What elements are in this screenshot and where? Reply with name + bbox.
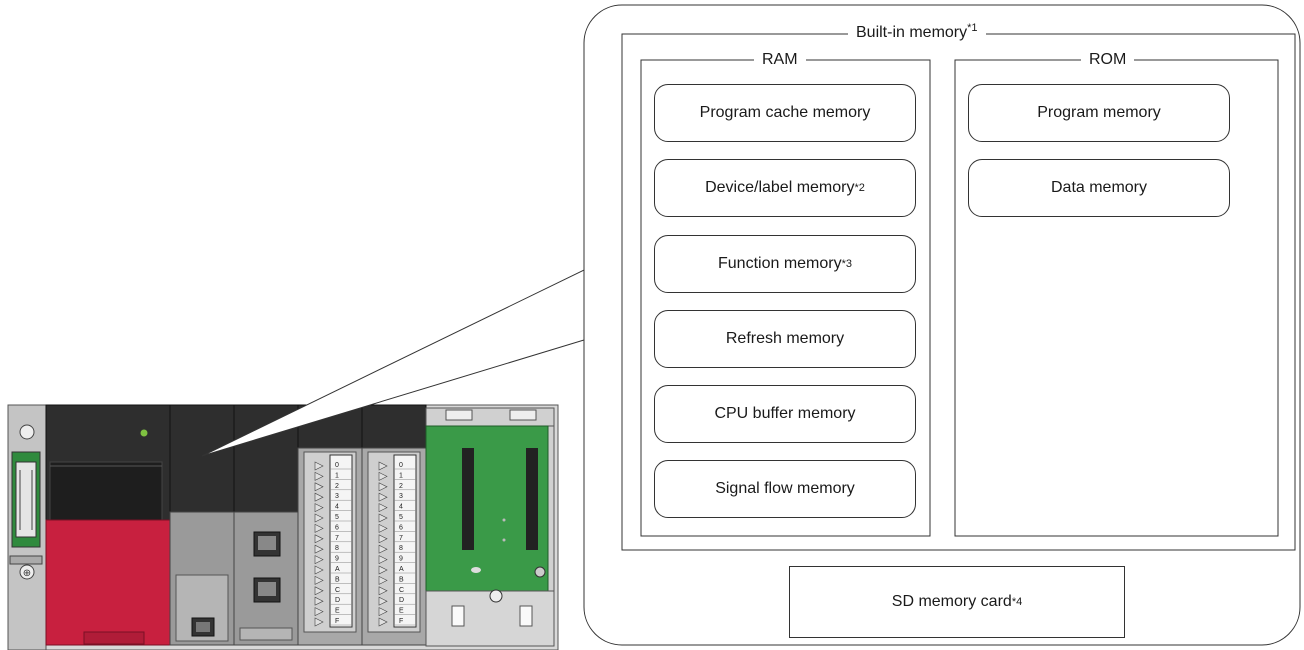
network-module (233, 404, 299, 646)
built-in-memory-label: Built-in memory*1 (848, 22, 986, 42)
terminal-label: 0 (399, 462, 403, 469)
sd-memory-card-box: SD memory card*4 (789, 566, 1125, 638)
cpu-module (169, 404, 235, 646)
terminal-label: 6 (399, 524, 403, 531)
ram-item-text: CPU buffer memory (714, 405, 856, 422)
terminal-screw (314, 565, 324, 575)
terminal-label: 2 (399, 483, 403, 490)
terminal-label: B (399, 576, 404, 583)
terminal-label: D (399, 597, 404, 604)
terminal-screw (378, 503, 388, 513)
terminal-label: 4 (335, 504, 339, 511)
terminal-label: A (399, 566, 404, 573)
terminal-screw (314, 461, 324, 471)
terminal-label: 4 (399, 504, 403, 511)
built-in-memory-note: *1 (967, 22, 978, 34)
terminal-label: 0 (335, 462, 339, 469)
rom-label: ROM (1081, 51, 1135, 69)
power-supply-module (45, 404, 171, 646)
terminal-label: A (335, 566, 340, 573)
terminal-label: B (335, 576, 340, 583)
terminal-screw (314, 617, 324, 627)
terminal-screw (378, 461, 388, 471)
terminal-screw (378, 555, 388, 565)
terminal-screw (314, 607, 324, 617)
svg-text:⊕: ⊕ (23, 568, 31, 579)
terminal-label: 9 (399, 556, 403, 563)
terminal-label: 7 (335, 535, 339, 542)
terminal-label: 9 (335, 556, 339, 563)
terminal-screw (314, 586, 324, 596)
io-module-1 (297, 404, 363, 646)
terminal-screw (378, 565, 388, 575)
terminal-screw (378, 513, 388, 523)
ram-item-text: Signal flow memory (715, 480, 855, 497)
terminal-screw (314, 596, 324, 606)
empty-slot-backplane (425, 407, 555, 647)
io-module-2 (361, 404, 427, 646)
terminal-screw (314, 503, 324, 513)
program-memory-box: Program memory (968, 84, 1230, 142)
terminal-screw (378, 492, 388, 502)
terminal-screw (314, 555, 324, 565)
terminal-label: 5 (399, 514, 403, 521)
terminal-label: C (399, 587, 404, 594)
terminal-label: 6 (335, 524, 339, 531)
terminal-label: 8 (399, 545, 403, 552)
ram-label-text: RAM (762, 51, 798, 68)
terminal-screw (314, 471, 324, 481)
terminal-screw (314, 482, 324, 492)
terminal-label: F (399, 618, 403, 625)
ram-item-text: Refresh memory (725, 330, 845, 347)
cpu-buffer-memory-box: CPU buffer memory (654, 385, 916, 443)
terminal-screw (378, 471, 388, 481)
terminal-label: 1 (335, 472, 339, 479)
terminal-screw (378, 482, 388, 492)
ram-label: RAM (754, 51, 806, 69)
terminal-screw (378, 523, 388, 533)
program-cache-memory-box: Program cache memory (654, 84, 916, 142)
terminal-label: E (335, 608, 340, 615)
rom-item-text: Data memory (1050, 179, 1148, 196)
device-label-memory-box: Device/label memory*2 (654, 159, 916, 217)
terminal-label: 3 (335, 493, 339, 500)
terminal-label: 2 (335, 483, 339, 490)
terminal-label: 1 (399, 472, 403, 479)
terminal-screw (378, 544, 388, 554)
terminal-screw (314, 492, 324, 502)
terminal-label: D (335, 597, 340, 604)
terminal-screw (314, 523, 324, 533)
sd-card-text: SD memory card (891, 593, 1012, 610)
terminal-label: 3 (399, 493, 403, 500)
terminal-screw (378, 596, 388, 606)
data-memory-box: Data memory (968, 159, 1230, 217)
terminal-screw (314, 544, 324, 554)
function-memory-box: Function memory*3 (654, 235, 916, 293)
terminal-screw (378, 575, 388, 585)
ram-item-text: Program cache memory (699, 104, 871, 121)
terminal-label: E (399, 608, 404, 615)
rom-item-text: Program memory (1037, 104, 1161, 121)
terminal-screw (378, 586, 388, 596)
terminal-label: 7 (399, 535, 403, 542)
ram-item-text: Device/label memory (705, 179, 855, 196)
terminal-screw (314, 575, 324, 585)
terminal-screw (314, 513, 324, 523)
terminal-screw (314, 534, 324, 544)
terminal-label: F (335, 618, 339, 625)
terminal-screw (378, 617, 388, 627)
terminal-screw (378, 607, 388, 617)
built-in-memory-text: Built-in memory (856, 24, 968, 41)
terminal-label: C (335, 587, 340, 594)
signal-flow-memory-box: Signal flow memory (654, 460, 916, 518)
terminal-label: 5 (335, 514, 339, 521)
refresh-memory-box: Refresh memory (654, 310, 916, 368)
ram-item-text: Function memory (718, 255, 842, 272)
terminal-screw (378, 534, 388, 544)
terminal-label: 8 (335, 545, 339, 552)
rom-label-text: ROM (1089, 51, 1127, 68)
